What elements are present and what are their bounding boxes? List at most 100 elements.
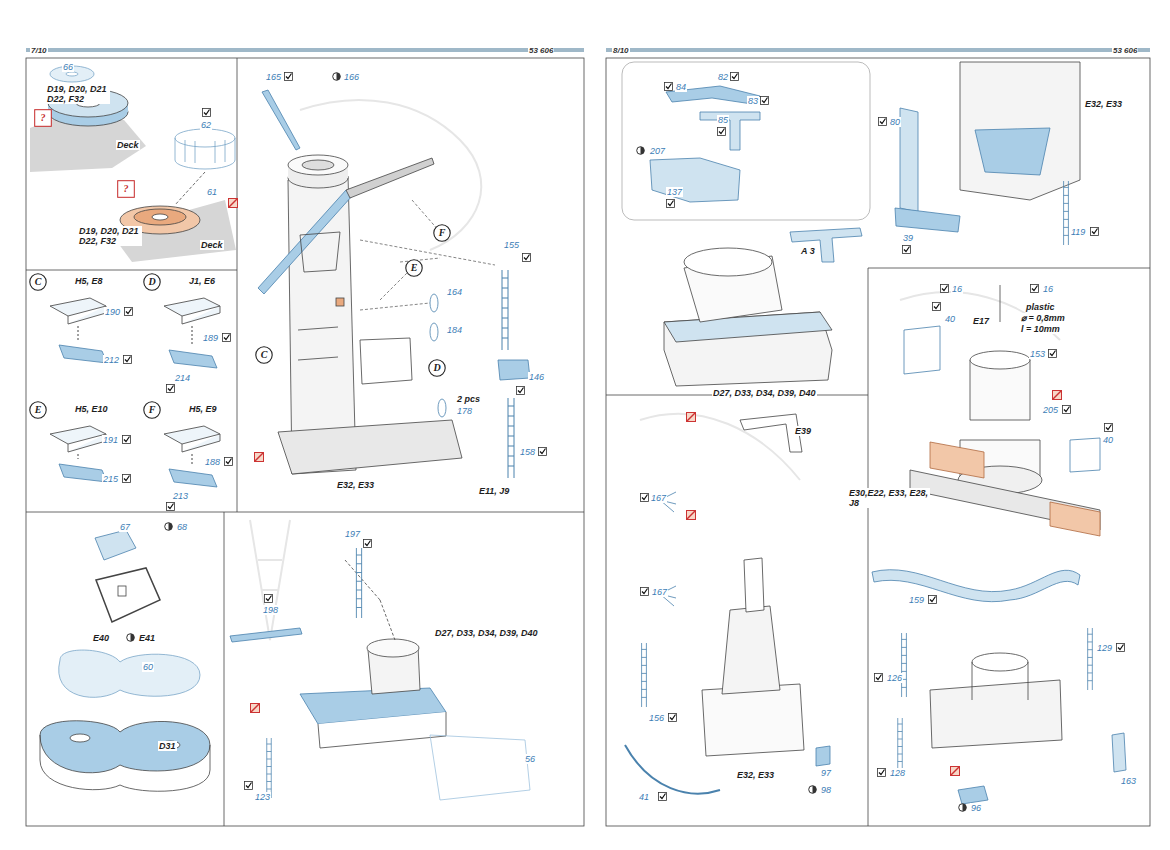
right-page-drawings-part (895, 208, 960, 232)
right-page-drawings-part (744, 558, 764, 612)
callout-number: 39 (902, 233, 914, 243)
callout-number: 61 (206, 187, 218, 197)
callout-number: 16 (951, 284, 963, 294)
status-icons-part (245, 782, 253, 790)
part-name: E32, E33 (336, 480, 375, 490)
status-icons-part (223, 334, 231, 342)
mast-assembly-part (430, 323, 438, 341)
status-icons-part (933, 303, 941, 311)
status-icons-part (265, 595, 273, 603)
status-icons-part (255, 453, 264, 462)
step-letter-circle: F (143, 401, 161, 419)
mast-assembly-part (360, 338, 412, 384)
part-name: H5, E8 (74, 276, 104, 286)
callout-number: 123 (254, 792, 271, 802)
step-letter-circle: E (405, 259, 423, 277)
part-name: E41 (138, 633, 156, 643)
right-page-drawings-part (740, 414, 802, 452)
mast-assembly-part (498, 360, 530, 380)
platform-drawings-part (118, 586, 126, 596)
node-outline-shape (429, 360, 445, 376)
callout-number: 212 (103, 355, 120, 365)
part-name: D19, D20, D21 D22, F32 (78, 226, 142, 246)
part-name: l = 10mm (1020, 324, 1061, 334)
callout-number: 159 (908, 595, 925, 605)
bracket-drawings-part (164, 426, 220, 452)
ghost-background (250, 100, 1060, 640)
step-letter: C (29, 273, 47, 291)
right-page-drawings-part (702, 684, 804, 756)
part-name: E32, E33 (736, 770, 775, 780)
page-frame-part (868, 268, 869, 826)
callout-number: 85 (717, 115, 729, 125)
status-icons-part (523, 254, 531, 262)
page-frame-part (868, 268, 1150, 269)
ladder (642, 643, 647, 707)
right-page-drawings-part (816, 746, 830, 766)
page-frame-part (224, 512, 225, 826)
status-icons-part (951, 767, 960, 776)
status-icons-part (637, 147, 645, 155)
part-name: D27, D33, D34, D39, D40 (434, 628, 539, 638)
part-name: E17 (972, 316, 990, 326)
right-page-drawings-part (930, 442, 984, 478)
callout-number: 129 (1096, 643, 1113, 653)
right-page-drawings-part (904, 326, 940, 374)
right-page-drawings-part (664, 312, 832, 342)
turret-base-drawing-part (175, 160, 235, 169)
platform-drawings-part (40, 735, 210, 791)
part-name: D27, D33, D34, D39, D40 (712, 388, 817, 398)
node-outline-shape (30, 402, 46, 418)
mast-assembly-part (336, 298, 344, 306)
callout-number: 213 (172, 491, 189, 501)
part-name: E39 (794, 426, 812, 436)
right-page-drawings-part (664, 312, 832, 386)
node-outline-shape (256, 347, 272, 363)
callout-number: 126 (886, 673, 903, 683)
status-icons-part (1105, 424, 1113, 432)
bracket-drawings-part (59, 345, 107, 363)
mast-assembly-part (288, 155, 348, 175)
part-name: Deck (200, 240, 224, 250)
turret-base-drawing-part (175, 172, 205, 205)
mast-assembly-part (346, 158, 434, 198)
status-icons-part (1117, 644, 1125, 652)
node-outline-shape (30, 274, 46, 290)
step-letter-circle: C (29, 273, 47, 291)
page-frame-part (26, 48, 584, 52)
platform-drawings-part (367, 639, 419, 657)
status-icons-part (333, 73, 341, 81)
right-page-drawings-part (1050, 502, 1100, 536)
mast-assembly-part (430, 294, 438, 312)
bracket-drawings-part (169, 350, 217, 368)
callout-number: 158 (519, 447, 536, 457)
callout-number: 84 (675, 82, 687, 92)
right-page-drawings-part (1112, 733, 1126, 772)
part-name: 2 pcs (456, 394, 481, 404)
part-name: E30,E22, E33, E28, J8 (848, 488, 930, 508)
status-icons-part (539, 448, 547, 456)
question-mark: ? (117, 180, 135, 198)
status-icons (123, 73, 1125, 812)
callout-number: 146 (528, 372, 545, 382)
callout-number: 189 (202, 333, 219, 343)
page-frame-part (26, 270, 237, 271)
mast-assembly-part (262, 90, 300, 150)
question-box: ? (34, 109, 52, 127)
status-icons-part (761, 97, 769, 105)
callout-number: 128 (889, 768, 906, 778)
ladder (1088, 628, 1093, 690)
step-letter: D (428, 359, 446, 377)
status-icons-part (669, 714, 677, 722)
node-outline-shape (434, 225, 450, 241)
turret-base-drawing-part (66, 72, 78, 76)
part-name: D19, D20, D21 D22, F32 (46, 84, 110, 104)
step-letter-circle: D (143, 273, 161, 291)
status-icons-part (665, 83, 673, 91)
node-outline-shape (118, 181, 135, 198)
step-letter: E (29, 401, 47, 419)
ghost-background-part (250, 520, 290, 640)
part-name: D31 (158, 741, 177, 751)
callout-number: 40 (944, 314, 956, 324)
